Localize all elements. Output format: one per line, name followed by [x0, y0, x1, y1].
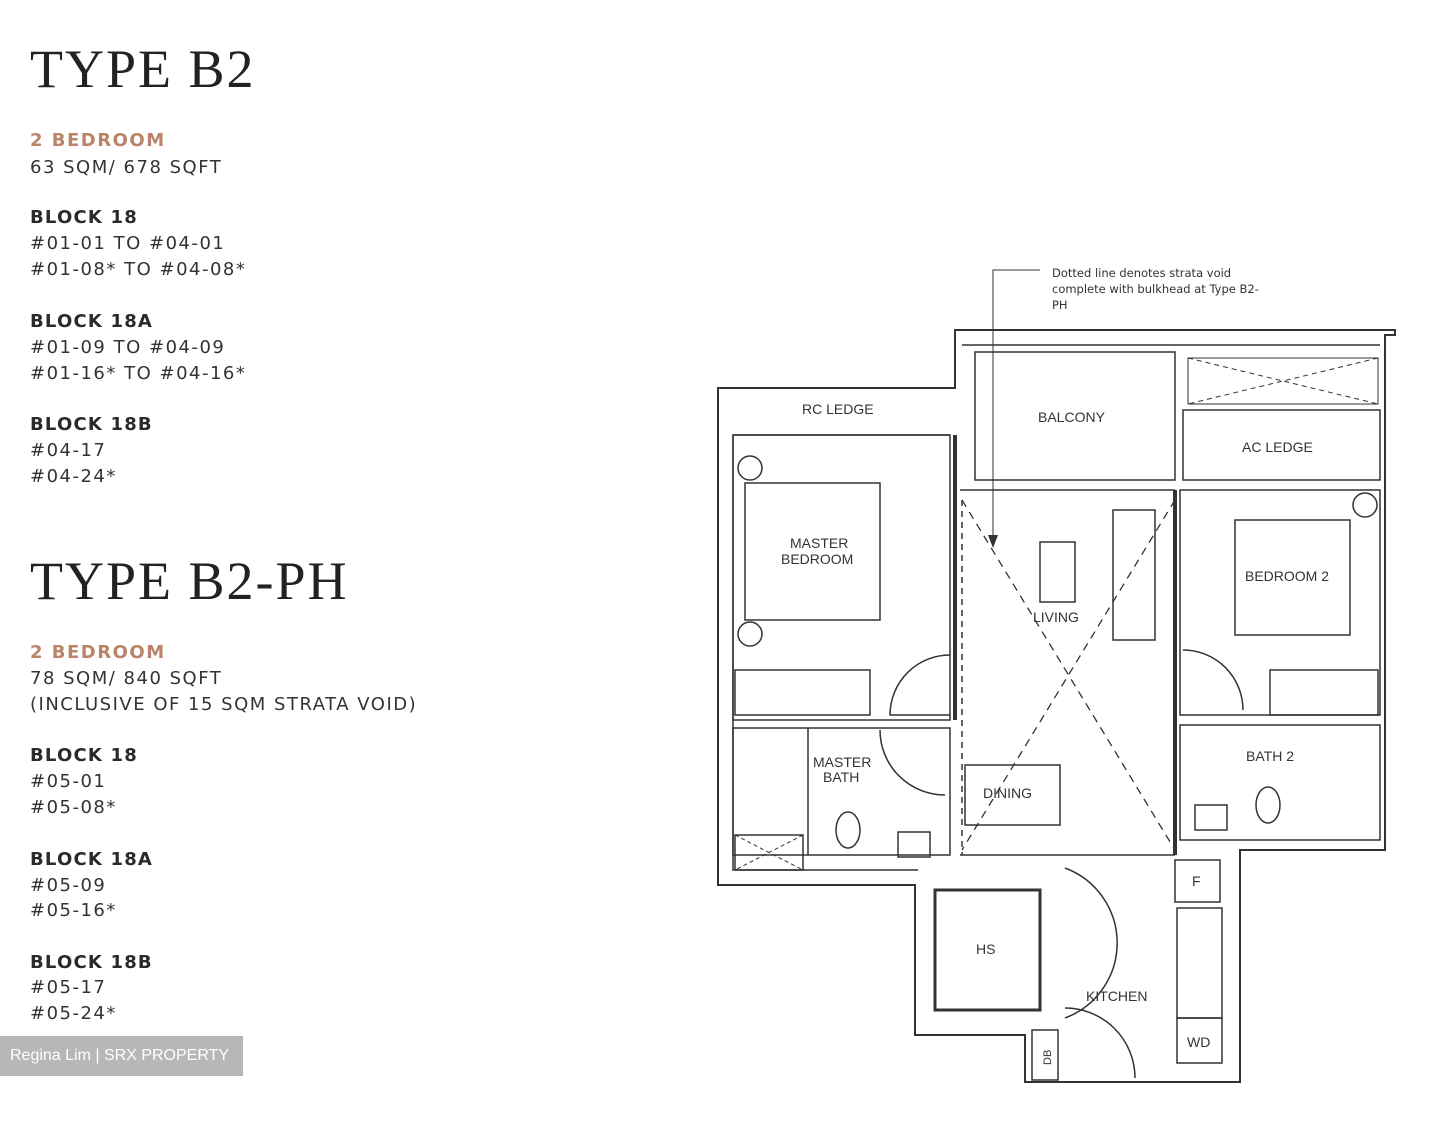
type-b2-ph-area-note: (INCLUSIVE OF 15 SQM STRATA VOID)	[30, 694, 418, 715]
type-b2-unit: #01-09 TO #04-09	[30, 337, 226, 358]
kitchen-counter	[1176, 907, 1223, 1019]
room-label-living: LIVING	[1033, 609, 1079, 625]
type-b2-title: TYPE B2	[30, 39, 256, 99]
type-b2-area: 63 SQM/ 678 SQFT	[30, 157, 223, 178]
type-b2-unit: #04-24*	[30, 466, 117, 487]
master-bed	[744, 482, 881, 621]
room-label-dining: DINING	[983, 785, 1032, 801]
master-bath	[732, 727, 951, 856]
room-label-master-bath: MASTER	[813, 754, 871, 770]
ac-ledge	[1182, 409, 1381, 481]
room-label-db: DB	[1042, 1050, 1054, 1065]
type-b2-unit: #01-16* TO #04-16*	[30, 363, 247, 384]
type-b2-block-name: BLOCK 18A	[30, 311, 154, 332]
door-swing	[1064, 867, 1118, 1019]
dining-table	[964, 764, 1061, 826]
room-label-wd: WD	[1187, 1034, 1210, 1050]
type-b2-ph-unit: #05-09	[30, 875, 107, 896]
room-label-bedroom-2: BEDROOM 2	[1245, 568, 1329, 584]
strata-void-lines	[961, 499, 1176, 851]
type-b2-unit: #04-17	[30, 440, 107, 461]
type-b2-ph-block-name: BLOCK 18B	[30, 952, 153, 973]
room-label-balcony: BALCONY	[1038, 409, 1106, 425]
door-swing	[879, 729, 946, 796]
room-label-fridge: F	[1192, 873, 1201, 889]
coffee-table	[1039, 541, 1076, 603]
type-b2-block-name: BLOCK 18	[30, 207, 138, 228]
type-b2-ph-unit: #05-24*	[30, 1003, 117, 1024]
type-b2-ph-unit: #05-01	[30, 771, 107, 792]
type-b2-unit: #01-01 TO #04-01	[30, 233, 226, 254]
sofa	[1112, 509, 1156, 641]
watermark: Regina Lim | SRX PROPERTY	[0, 1036, 243, 1076]
fridge	[1174, 859, 1221, 903]
room-label-ac-ledge: AC LEDGE	[1242, 439, 1313, 455]
shower	[734, 834, 804, 871]
type-b2-ph-unit: #05-17	[30, 977, 107, 998]
db-cabinet	[1031, 1029, 1059, 1081]
master-wardrobe	[734, 669, 871, 716]
type-b2-ph-unit: #05-08*	[30, 797, 117, 818]
type-b2-block-name: BLOCK 18B	[30, 414, 153, 435]
void-ledge	[1187, 357, 1379, 405]
annotation-leader	[992, 269, 1040, 545]
outer-wall	[717, 329, 1396, 1083]
room-label-master-bedroom: BEDROOM	[781, 551, 853, 567]
hs-room	[933, 888, 1042, 1012]
type-b2-ph-title: TYPE B2-PH	[30, 551, 349, 611]
bedroom-2-wardrobe	[1269, 669, 1379, 716]
type-b2-ph-bedrooms: 2 BEDROOM	[30, 642, 166, 663]
type-b2-ph-block-name: BLOCK 18	[30, 745, 138, 766]
washer-dryer	[1176, 1017, 1223, 1064]
door-swing	[889, 654, 951, 716]
door-swing	[1064, 1007, 1136, 1079]
room-label-master-bedroom: MASTER	[790, 535, 848, 551]
room-label-master-bath: BATH	[823, 769, 859, 785]
balcony	[974, 351, 1176, 481]
type-b2-ph-block-name: BLOCK 18A	[30, 849, 154, 870]
room-label-bath-2: BATH 2	[1246, 748, 1294, 764]
room-label-kitchen: KITCHEN	[1086, 988, 1147, 1004]
bath-2	[1179, 724, 1381, 841]
room-label-rc-ledge: RC LEDGE	[802, 401, 874, 417]
type-b2-ph-unit: #05-16*	[30, 900, 117, 921]
type-b2-ph-area: 78 SQM/ 840 SQFT	[30, 668, 223, 689]
master-bedroom	[732, 434, 951, 721]
strata-void-annotation: Dotted line denotes strata void complete…	[1052, 266, 1259, 312]
type-b2-bedrooms: 2 BEDROOM	[30, 130, 166, 151]
type-b2-unit: #01-08* TO #04-08*	[30, 259, 247, 280]
room-label-hs: HS	[976, 941, 995, 957]
bedroom-2-bed	[1234, 519, 1351, 636]
door-swing	[1182, 649, 1244, 711]
